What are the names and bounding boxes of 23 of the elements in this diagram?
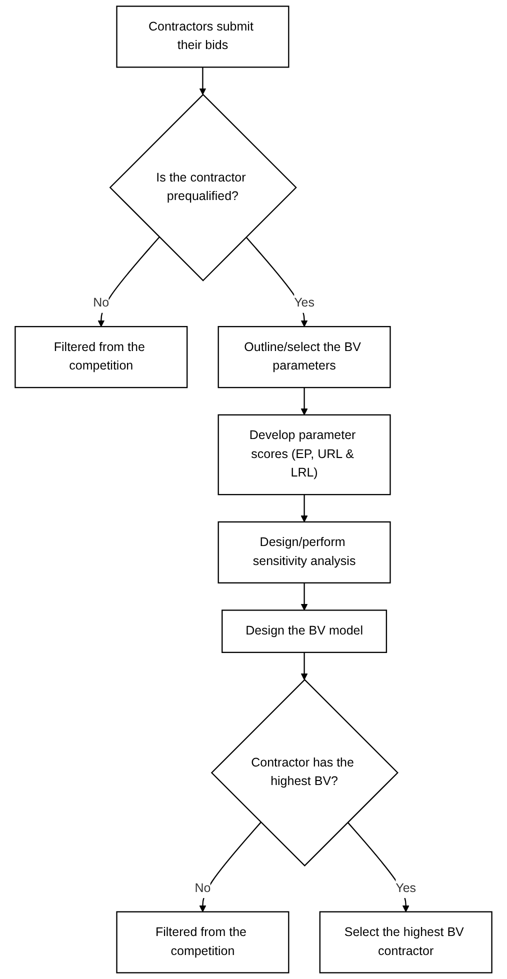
node-box: Design/perform sensitivity analysis — [218, 521, 391, 584]
node-box: Contractors submit their bids — [116, 6, 290, 68]
edge-label: No — [194, 882, 211, 896]
arrow — [199, 67, 206, 95]
edge-label: Yes — [294, 296, 314, 310]
node-diamond: Is the contractor prequalified? — [109, 94, 297, 282]
arrow — [300, 388, 308, 416]
arrow — [246, 236, 308, 327]
edge-label: No — [93, 296, 110, 310]
edge-label: Yes — [396, 882, 416, 896]
node-box: Filtered from the competition — [116, 911, 290, 974]
arrow — [347, 822, 410, 912]
arrow — [199, 822, 262, 912]
node-box: Outline/select the BV parameters — [218, 326, 391, 388]
node-box: Filtered from the competition — [14, 326, 188, 388]
node-box: Select the highest BV contractor — [319, 911, 492, 974]
arrow — [300, 652, 308, 680]
node-diamond: Contractor has the highest BV? — [210, 678, 398, 867]
arrow — [300, 582, 308, 611]
arrow — [300, 494, 308, 522]
node-box: Design the BV model — [222, 610, 388, 653]
node-box: Develop parameter scores (EP, URL & LRL) — [218, 414, 391, 496]
arrow — [98, 236, 160, 327]
